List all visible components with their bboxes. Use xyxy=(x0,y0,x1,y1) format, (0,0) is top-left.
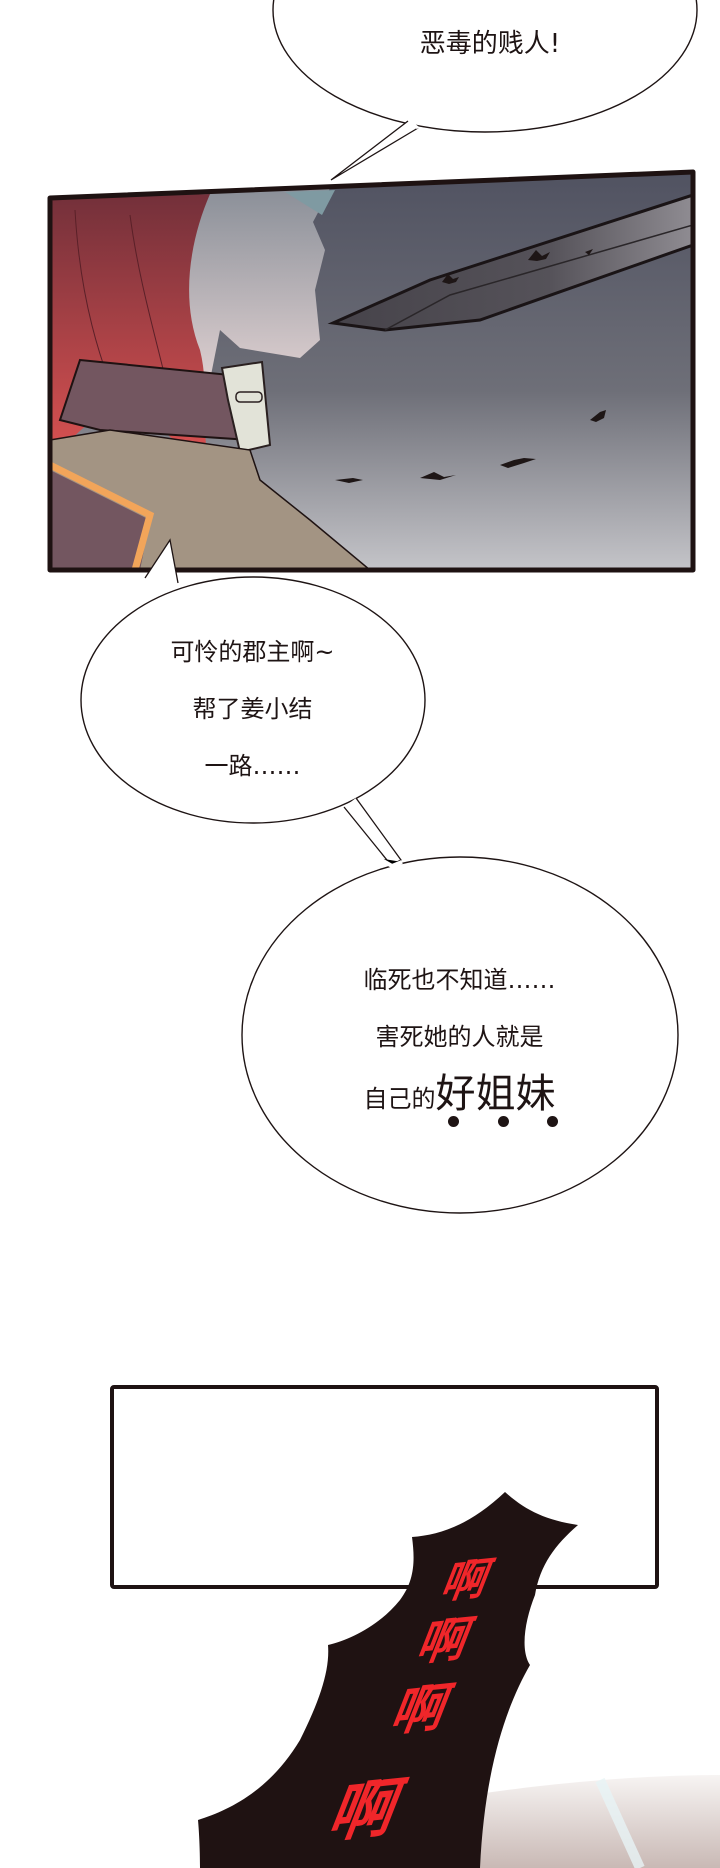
speech-bubble-1 xyxy=(272,0,698,181)
panel-2 xyxy=(110,1385,659,1589)
bubble-3-line-3: 自己的好姐妹 xyxy=(242,1066,677,1128)
speech-bubble-3 xyxy=(241,856,679,1214)
bubble-3-prefix: 自己的 xyxy=(363,1085,436,1113)
floor-shade xyxy=(440,1775,720,1868)
bubble-1-line-1: 恶毒的贱人! xyxy=(419,29,561,59)
panel-1-border xyxy=(47,169,696,573)
bubble-2-line-3: 一路…… xyxy=(204,752,301,780)
emphasis-dot xyxy=(497,1116,509,1127)
bubble-3-emphasis: 好姐妹 xyxy=(435,1071,556,1117)
bubble-3-line-1: 临死也不知道…… xyxy=(363,966,556,994)
bubble-2-line-1: 可怜的郡主啊~ xyxy=(170,638,335,666)
speech-bubble-2 xyxy=(80,538,426,866)
emphasis-dot xyxy=(547,1116,558,1127)
scream-burst xyxy=(198,1492,578,1868)
emphasis-dot xyxy=(448,1116,459,1127)
bubble-3-text: 临死也不知道…… 害死她的人就是 自己的好姐妹 xyxy=(242,952,677,1128)
bubble-3-line-2: 害死她的人就是 xyxy=(375,1023,544,1051)
panel-1 xyxy=(50,172,693,570)
bubble-2-line-2: 帮了姜小结 xyxy=(192,695,313,723)
emphasis-dots xyxy=(448,1116,558,1130)
bubble-2-text: 可怜的郡主啊~ 帮了姜小结 一路…… xyxy=(80,624,425,795)
bubble-1-text: 恶毒的贱人! xyxy=(300,24,680,64)
